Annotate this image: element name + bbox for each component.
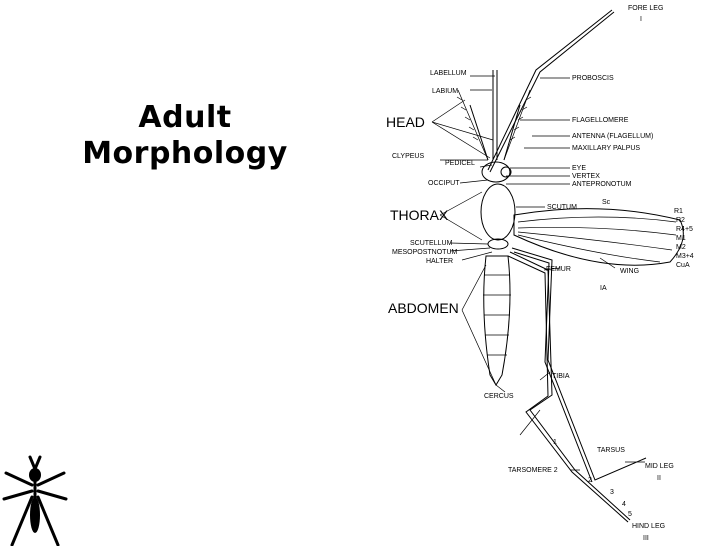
title-line-1: Adult bbox=[138, 100, 232, 135]
title-line-2: Morphology bbox=[82, 136, 288, 171]
label-cercus: CERCUS bbox=[484, 393, 514, 400]
label-vein-r2: R2 bbox=[676, 217, 685, 224]
label-tarsomere-2: 2 bbox=[588, 477, 592, 484]
label-mid-leg-num: II bbox=[657, 475, 661, 482]
compound-eye bbox=[500, 166, 512, 178]
label-abdomen: ABDOMEN bbox=[388, 300, 459, 316]
label-antenna: ANTENNA (FLAGELLUM) bbox=[572, 133, 653, 140]
label-thorax: THORAX bbox=[390, 207, 449, 223]
label-tarsomere-4: 4 bbox=[622, 501, 626, 508]
label-vein-m2: M2 bbox=[676, 244, 686, 251]
label-mid-leg: MID LEG bbox=[645, 463, 674, 470]
label-tarsus: TARSUS bbox=[597, 447, 625, 454]
label-tarsomere-1: 1 bbox=[553, 439, 557, 446]
label-flagellomere: FLAGELLOMERE bbox=[572, 117, 629, 124]
label-scutum: SCUTUM bbox=[547, 204, 577, 211]
label-vein-m34: M3+4 bbox=[676, 253, 694, 260]
label-hind-leg: HIND LEG bbox=[632, 523, 665, 530]
label-pedicel: PEDICEL bbox=[445, 160, 475, 167]
label-vein-r1: R1 bbox=[674, 208, 683, 215]
label-vein-sc: Sc bbox=[602, 199, 611, 206]
slide-title: Adult Morphology bbox=[60, 100, 310, 172]
head-capsule bbox=[481, 161, 511, 183]
label-anal-vein: IA bbox=[600, 285, 607, 292]
label-clypeus: CLYPEUS bbox=[392, 153, 424, 160]
label-maxillary-palpus: MAXILLARY PALPUS bbox=[572, 145, 640, 152]
label-head: HEAD bbox=[386, 114, 425, 130]
label-fore-leg-num: I bbox=[640, 16, 642, 23]
label-vein-cua: CuA bbox=[676, 262, 690, 269]
labels: LABELLUM LABIUM HEAD CLYPEUS PEDICEL OCC… bbox=[386, 70, 694, 542]
hind-leg bbox=[507, 251, 631, 523]
label-vein-r45: R4+5 bbox=[676, 226, 693, 233]
label-wing: WING bbox=[620, 268, 639, 275]
label-fore-leg: FORE LEG bbox=[628, 5, 663, 12]
label-vein-m1: M1 bbox=[676, 235, 686, 242]
mosquito-icon bbox=[2, 455, 68, 546]
mid-leg bbox=[511, 247, 647, 483]
label-vertex: VERTEX bbox=[572, 173, 600, 180]
leader-lines bbox=[431, 75, 645, 523]
label-antepronotum: ANTEPRONOTUM bbox=[572, 181, 632, 188]
label-mesopostnotum: MESOPOSTNOTUM bbox=[392, 249, 458, 256]
label-labium: LABIUM bbox=[432, 88, 458, 95]
label-tarsomere-3: 3 bbox=[610, 489, 614, 496]
label-tibia: TIBIA bbox=[552, 373, 570, 380]
label-scutellum: SCUTELLUM bbox=[410, 240, 453, 247]
label-eye: EYE bbox=[572, 165, 586, 172]
abdomen-body bbox=[483, 255, 511, 386]
label-tarsomere-5: 5 bbox=[628, 511, 632, 518]
label-tarsomere: TARSOMERE 2 bbox=[508, 467, 558, 474]
label-hind-leg-num: III bbox=[643, 535, 649, 542]
label-labellum: LABELLUM bbox=[430, 70, 467, 77]
label-occiput: OCCIPUT bbox=[428, 180, 460, 187]
label-halter: HALTER bbox=[426, 258, 453, 265]
wing bbox=[513, 208, 684, 266]
label-proboscis: PROBOSCIS bbox=[572, 75, 614, 82]
fore-leg: FORE LEG I bbox=[487, 5, 663, 173]
thorax-body bbox=[480, 183, 516, 241]
label-femur: FEMUR bbox=[546, 266, 571, 273]
